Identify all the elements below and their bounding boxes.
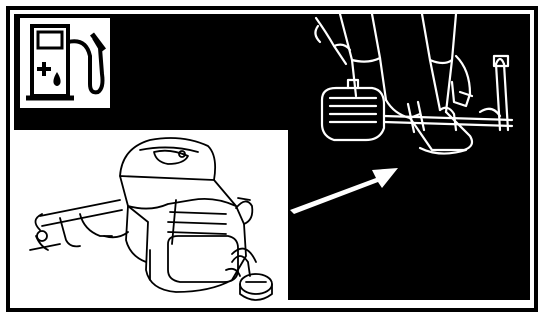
operator-with-trimmer xyxy=(315,14,512,154)
motion-arrow xyxy=(290,168,398,214)
engine-with-fuel-cap xyxy=(30,138,272,300)
